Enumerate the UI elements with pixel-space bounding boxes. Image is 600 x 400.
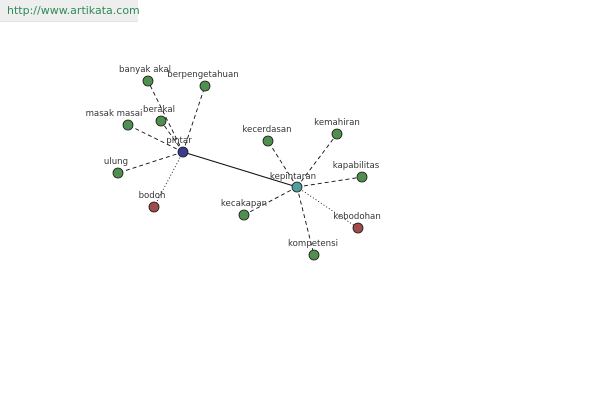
node-kecerdasan[interactable] — [262, 135, 274, 147]
edge-pintar-kepintaran — [182, 151, 298, 188]
node-label-masak-masai[interactable]: masak masai — [86, 109, 143, 119]
node-pintar[interactable] — [177, 146, 189, 158]
node-label-kepintaran[interactable]: kepintaran — [270, 172, 316, 182]
node-label-kecakapan[interactable]: kecakapan — [221, 199, 267, 209]
edge-kepintaran-kompetensi — [296, 186, 315, 256]
node-masak-masai[interactable] — [122, 119, 134, 131]
node-label-berpengetahuan[interactable]: berpengetahuan — [167, 70, 238, 80]
source-bar: http://www.artikata.com — [0, 0, 140, 22]
node-label-kecerdasan[interactable]: kecerdasan — [242, 125, 291, 135]
source-url[interactable]: http://www.artikata.com — [7, 4, 140, 17]
node-kemahiran[interactable] — [331, 128, 343, 140]
edge-pintar-banyak-akal — [147, 80, 184, 153]
node-ulung[interactable] — [112, 167, 124, 179]
node-label-banyak-akal[interactable]: banyak akal — [119, 65, 171, 75]
edge-pintar-masak-masai — [127, 124, 184, 153]
node-bodoh[interactable] — [148, 201, 160, 213]
node-kecakapan[interactable] — [238, 209, 250, 221]
node-label-kapabilitas[interactable]: kapabilitas — [333, 161, 380, 171]
node-kompetensi[interactable] — [308, 249, 320, 261]
node-label-pintar[interactable]: pintar — [166, 136, 192, 146]
node-label-kemahiran[interactable]: kemahiran — [314, 118, 360, 128]
edge-pintar-berpengetahuan — [182, 85, 206, 153]
node-label-kompetensi[interactable]: kompetensi — [288, 239, 338, 249]
node-kebodohan[interactable] — [352, 222, 364, 234]
node-kepintaran[interactable] — [291, 181, 303, 193]
edge-pintar-bodoh — [153, 151, 184, 208]
edge-pintar-ulung — [117, 151, 184, 174]
node-label-berakal[interactable]: berakal — [143, 105, 175, 115]
node-banyak-akal[interactable] — [142, 75, 154, 87]
node-label-bodoh[interactable]: bodoh — [139, 191, 166, 201]
node-berakal[interactable] — [155, 115, 167, 127]
node-berpengetahuan[interactable] — [199, 80, 211, 92]
edge-kepintaran-kapabilitas — [296, 176, 363, 188]
node-label-kebodohan[interactable]: kebodohan — [333, 212, 381, 222]
edge-kepintaran-kecerdasan — [267, 140, 298, 188]
edge-kepintaran-kebodohan — [296, 186, 359, 229]
edges-group — [117, 80, 363, 256]
edge-kepintaran-kecakapan — [243, 186, 298, 216]
node-label-ulung[interactable]: ulung — [104, 157, 128, 167]
edge-pintar-berakal — [160, 120, 184, 153]
node-kapabilitas[interactable] — [356, 171, 368, 183]
